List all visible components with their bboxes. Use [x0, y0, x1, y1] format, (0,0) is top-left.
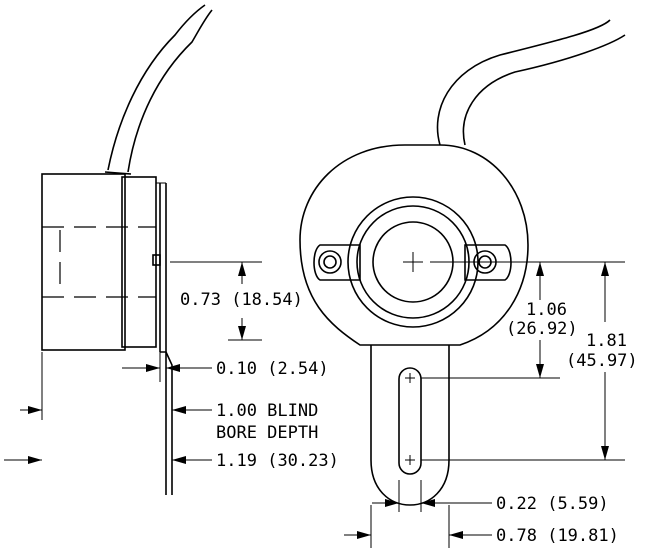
- front-body: [299, 144, 529, 346]
- svg-text:0.78 (19.81): 0.78 (19.81): [496, 526, 619, 546]
- side-housing: [41, 173, 126, 351]
- dim-overall-depth: 1.19 (30.23): [4, 451, 339, 471]
- dim-arm-width: 0.78 (19.81): [344, 526, 619, 546]
- dim-hole-spacing: 0.73 (18.54): [170, 261, 303, 341]
- front-arm: [370, 345, 450, 506]
- left-screw: [318, 250, 342, 274]
- side-flange: [121, 176, 157, 348]
- dim-center-to-slot-top: 1.06 (26.92): [506, 262, 578, 378]
- svg-text:0.22 (5.59): 0.22 (5.59): [496, 494, 609, 514]
- front-view: [299, 19, 626, 548]
- dim-plate-thickness: 0.10 (2.54): [122, 359, 329, 379]
- dim-center-to-slot-bottom: 1.81 (45.97): [566, 262, 638, 460]
- dim-106-metric: (26.92): [506, 319, 578, 339]
- dim-slot-width: 0.22 (5.59): [372, 494, 609, 514]
- side-view: [41, 4, 213, 495]
- dim-arm-metric: (19.81): [547, 526, 619, 546]
- dim-blind-bore: 1.00 BLIND BORE DEPTH: [20, 401, 318, 443]
- arm-slot: [398, 367, 422, 475]
- dim-blind-bore-line1: 1.00 BLIND: [216, 401, 318, 421]
- dim-slot-metric: (5.59): [547, 494, 608, 514]
- dim-hole-spacing-metric: (18.54): [231, 290, 303, 310]
- dim-depth-value: 1.19: [216, 451, 257, 471]
- dim-106-value: 1.06: [526, 300, 567, 320]
- dim-181-metric: (45.97): [566, 351, 638, 371]
- svg-text:0.10 (2.54): 0.10 (2.54): [216, 359, 329, 379]
- dim-plate-value: 0.10: [216, 359, 257, 379]
- dim-arm-value: 0.78: [496, 526, 537, 546]
- dim-slot-value: 0.22: [496, 494, 537, 514]
- dim-181-value: 1.81: [586, 331, 627, 351]
- dim-blind-bore-line2: BORE DEPTH: [216, 423, 318, 443]
- side-cable: [107, 4, 206, 171]
- dim-plate-metric: (2.54): [267, 359, 328, 379]
- dim-hole-spacing-value: 0.73: [180, 290, 221, 310]
- svg-text:0.73 (18.54): 0.73 (18.54): [180, 290, 303, 310]
- svg-text:1.19 (30.23): 1.19 (30.23): [216, 451, 339, 471]
- front-cable: [436, 19, 611, 146]
- dim-depth-metric: (30.23): [267, 451, 339, 471]
